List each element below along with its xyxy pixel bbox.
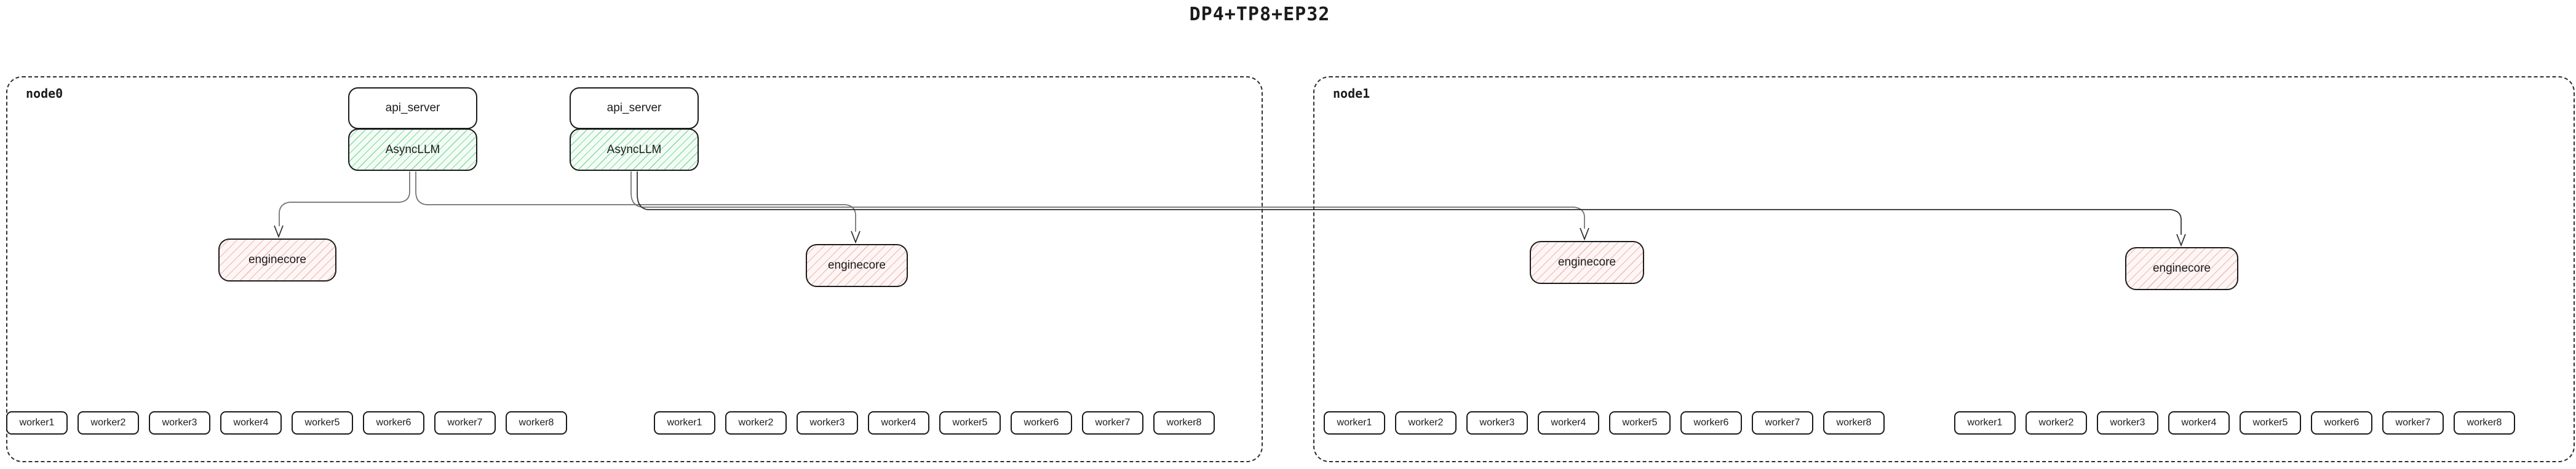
node1-container: node1	[1313, 76, 2575, 462]
worker-group-3: worker1 worker2 worker3 worker4 worker5 …	[1324, 411, 1885, 435]
worker-box: worker1	[6, 411, 68, 435]
worker-box: worker6	[363, 411, 424, 435]
worker-box: worker6	[1680, 411, 1742, 435]
node0-label: node0	[26, 86, 63, 101]
worker-box: worker5	[939, 411, 1001, 435]
worker-box: worker8	[1153, 411, 1215, 435]
api-server-box-1: api_server	[348, 87, 477, 129]
edge-asyncllm2-to-enginecore4	[637, 171, 2182, 235]
worker-box: worker3	[797, 411, 858, 435]
asyncllm-box-2: AsyncLLM	[570, 128, 699, 171]
enginecore-box-2: enginecore	[806, 244, 908, 287]
worker-box: worker2	[725, 411, 787, 435]
worker-box: worker1	[1324, 411, 1385, 435]
worker-box: worker3	[1466, 411, 1528, 435]
worker-box: worker2	[2025, 411, 2087, 435]
arrowhead-enginecore1	[274, 225, 284, 238]
worker-box: worker2	[78, 411, 139, 435]
worker-box: worker1	[654, 411, 715, 435]
worker-group-4: worker1 worker2 worker3 worker4 worker5 …	[1954, 411, 2515, 435]
api-server-box-2: api_server	[570, 87, 699, 129]
worker-box: worker4	[220, 411, 282, 435]
worker-box: worker4	[2168, 411, 2230, 435]
node0-container: node0	[6, 76, 1263, 462]
edge-asyncllm1-to-enginecore1	[279, 171, 410, 226]
worker-box: worker4	[1538, 411, 1599, 435]
worker-box: worker4	[868, 411, 929, 435]
edge-asyncllm2-to-enginecore3	[630, 171, 1585, 229]
worker-box: worker8	[2454, 411, 2515, 435]
arrowhead-enginecore3	[1580, 227, 1589, 241]
arrowhead-enginecore2	[851, 231, 861, 244]
worker-box: worker1	[1954, 411, 2016, 435]
enginecore-box-3: enginecore	[1530, 241, 1644, 284]
arrowhead-enginecore4	[2176, 234, 2186, 247]
node1-label: node1	[1333, 86, 1370, 101]
worker-box: worker3	[149, 411, 210, 435]
worker-box: worker8	[1823, 411, 1885, 435]
worker-box: worker8	[506, 411, 567, 435]
worker-box: worker5	[1609, 411, 1671, 435]
enginecore-box-4: enginecore	[2125, 247, 2238, 290]
asyncllm-box-1: AsyncLLM	[348, 128, 477, 171]
worker-box: worker7	[434, 411, 496, 435]
enginecore-box-1: enginecore	[218, 238, 336, 282]
worker-box: worker6	[2311, 411, 2372, 435]
worker-box: worker5	[292, 411, 353, 435]
worker-group-2: worker1 worker2 worker3 worker4 worker5 …	[654, 411, 1215, 435]
worker-box: worker6	[1011, 411, 1072, 435]
worker-box: worker3	[2097, 411, 2158, 435]
diagram-title: DP4+TP8+EP32	[1189, 4, 1330, 25]
worker-box: worker7	[2382, 411, 2444, 435]
worker-box: worker2	[1395, 411, 1457, 435]
worker-box: worker7	[1752, 411, 1813, 435]
worker-box: worker5	[2240, 411, 2301, 435]
worker-group-1: worker1 worker2 worker3 worker4 worker5 …	[6, 411, 567, 435]
worker-box: worker7	[1082, 411, 1143, 435]
